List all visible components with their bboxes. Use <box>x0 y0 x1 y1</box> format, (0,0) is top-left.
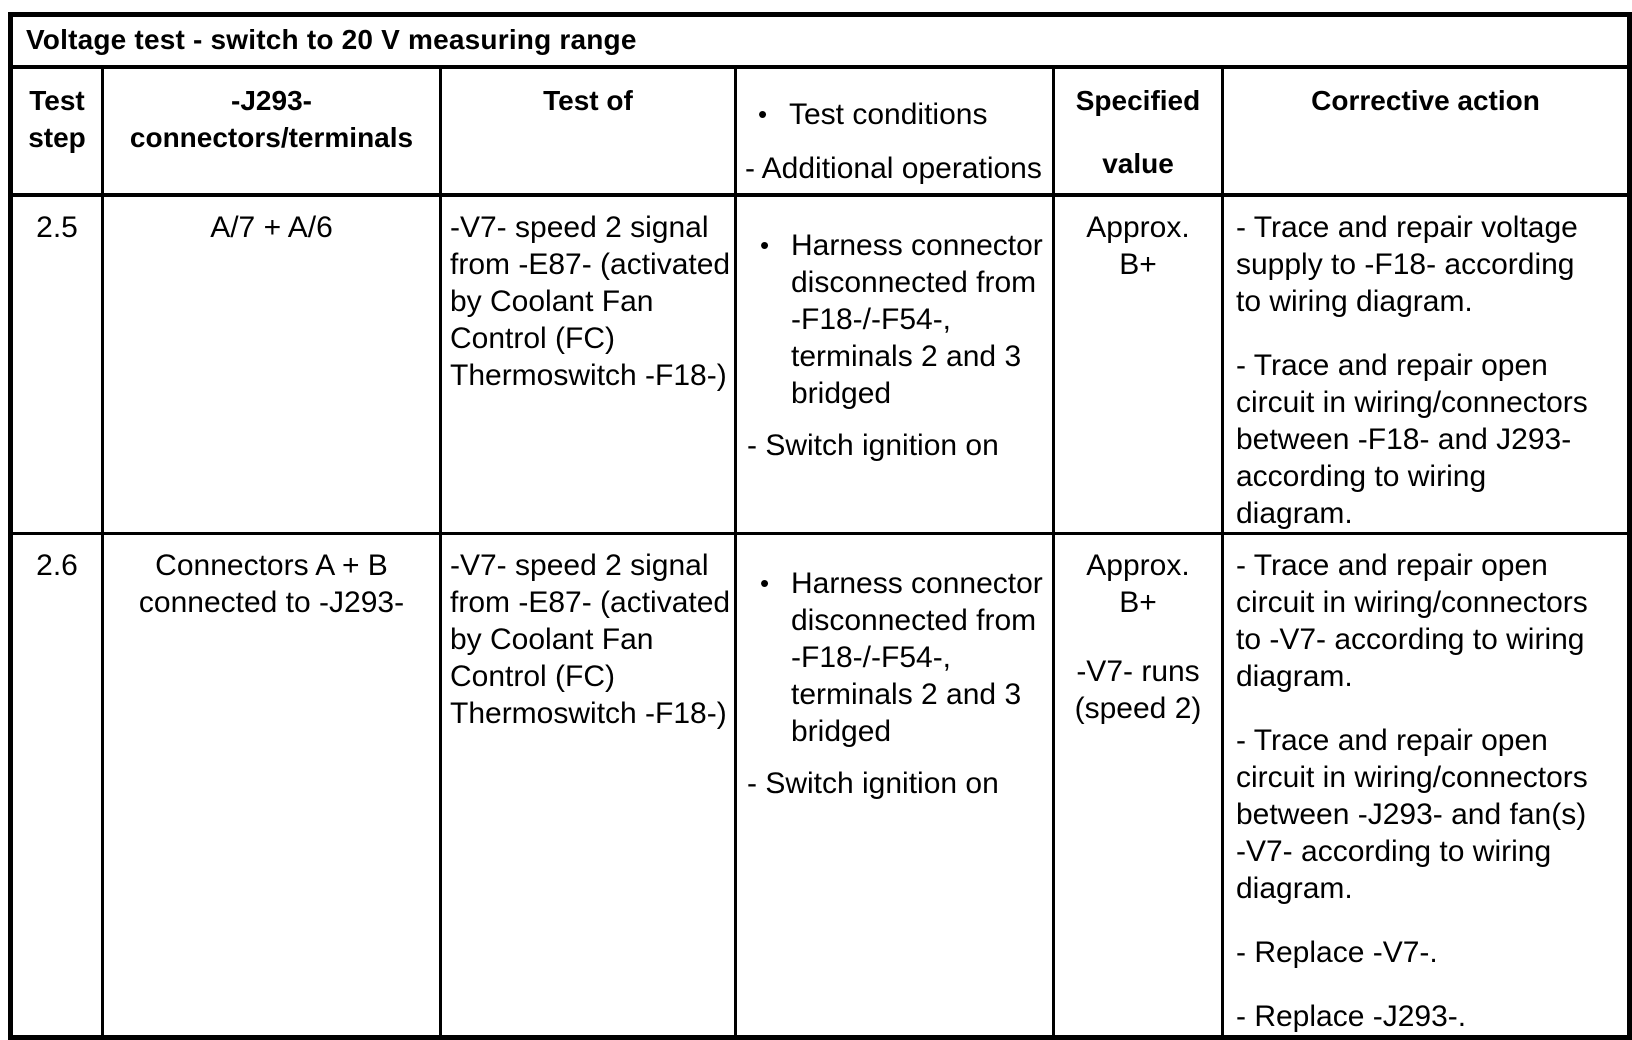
header-line: step <box>28 121 86 153</box>
cell-corrective-action: - Trace and repair voltage supply to -F1… <box>1220 193 1632 535</box>
header-bullet-line: • Test conditions <box>745 96 1048 133</box>
specified-value-group: Approx. B+ <box>1058 209 1218 283</box>
col-header-test-of: Test of <box>439 65 737 197</box>
corrective-action-item: - Replace -V7-. <box>1236 935 1438 969</box>
header-bullet-text: Test conditions <box>789 97 988 131</box>
document-page: Voltage test - switch to 20 V measuring … <box>8 12 1632 1040</box>
table-title: Voltage test - switch to 20 V measuring … <box>8 13 1632 69</box>
bullet-icon: • <box>760 567 770 598</box>
specified-value-line: Approx. <box>1086 210 1190 244</box>
cell-connectors: Connectors A + B connected to -J293- <box>101 531 442 1039</box>
cell-test-of: -V7- speed 2 signal from -E87- (activate… <box>439 531 737 1039</box>
corrective-action-item: - Trace and repair open circuit in wirin… <box>1236 548 1588 693</box>
col-header-test-conditions: • Test conditions - Additional operation… <box>734 65 1055 197</box>
cell-test-of: -V7- speed 2 signal from -E87- (activate… <box>439 193 737 535</box>
cell-specified-value: Approx. B+ <box>1052 193 1224 535</box>
bullet-icon: • <box>760 229 770 260</box>
condition-bullet-text: Harness connector disconnected from -F18… <box>791 566 1043 748</box>
condition-dash-item: - Switch ignition on <box>747 766 999 800</box>
header-line: Specified <box>1075 84 1201 116</box>
bullet-icon: • <box>758 98 768 129</box>
cell-test-conditions: • Harness connector disconnected from -F… <box>734 193 1055 535</box>
cell-corrective-action: - Trace and repair open circuit in wirin… <box>1220 531 1632 1039</box>
specified-value-group: Approx. B+ <box>1058 547 1218 621</box>
condition-dash-item: - Switch ignition on <box>747 428 999 462</box>
col-header-corrective-action: Corrective action <box>1220 65 1632 197</box>
specified-value-line: Approx. <box>1086 548 1190 582</box>
specified-value-line: (speed 2) <box>1074 691 1202 725</box>
condition-bullet-item: • Harness connector disconnected from -F… <box>747 227 1046 412</box>
corrective-action-item: - Trace and repair open circuit in wirin… <box>1236 348 1588 530</box>
corrective-action-item: - Trace and repair open circuit in wirin… <box>1236 723 1588 905</box>
cell-test-step: 2.6 <box>9 531 104 1039</box>
header-line: connectors/terminals <box>129 121 414 153</box>
condition-bullet-item: • Harness connector disconnected from -F… <box>747 565 1046 750</box>
condition-bullet-text: Harness connector disconnected from -F18… <box>791 228 1043 410</box>
corrective-action-item: - Replace -J293-. <box>1236 999 1467 1033</box>
table-row: 2.5 A/7 + A/6 -V7- speed 2 signal from -… <box>9 193 1632 535</box>
header-dash-line: - Additional operations <box>745 151 1042 185</box>
corrective-action-item: - Trace and repair voltage supply to -F1… <box>1236 210 1578 318</box>
table-header-row: Test step -J293- connectors/terminals Te… <box>9 65 1632 197</box>
header-line: value <box>1102 147 1174 179</box>
col-header-specified-value: Specified value <box>1052 65 1224 197</box>
cell-connectors: A/7 + A/6 <box>101 193 442 535</box>
table-row: 2.6 Connectors A + B connected to -J293-… <box>9 531 1632 1039</box>
cell-test-conditions: • Harness connector disconnected from -F… <box>734 531 1055 1039</box>
col-header-test-step: Test step <box>9 65 104 197</box>
col-header-connectors: -J293- connectors/terminals <box>101 65 442 197</box>
specified-value-line: B+ <box>1119 247 1157 281</box>
table-title-row: Voltage test - switch to 20 V measuring … <box>8 13 1632 69</box>
cell-test-step: 2.5 <box>9 193 104 535</box>
header-line: -J293- <box>231 84 312 116</box>
header-line: Test <box>29 84 85 116</box>
specified-value-line: -V7- runs <box>1076 654 1200 688</box>
specified-value-group: -V7- runs (speed 2) <box>1058 653 1218 727</box>
voltage-test-table: Voltage test - switch to 20 V measuring … <box>8 12 1632 1040</box>
cell-specified-value: Approx. B+ -V7- runs (speed 2) <box>1052 531 1224 1039</box>
specified-value-line: B+ <box>1119 585 1157 619</box>
